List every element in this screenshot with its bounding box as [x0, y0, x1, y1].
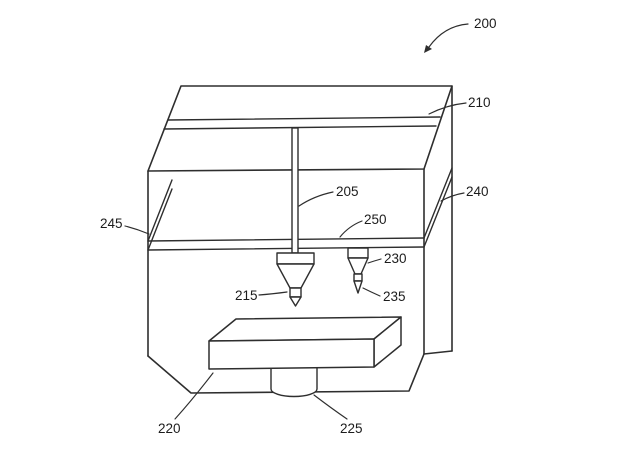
leader-line-205 — [298, 191, 334, 207]
ref-label-210: 210 — [468, 95, 491, 110]
ref-label-240: 240 — [466, 184, 489, 199]
right-side-rail-line-1 — [423, 167, 453, 239]
left-side-rail-line-2 — [147, 188, 173, 251]
ref-label-215: 215 — [235, 288, 258, 303]
cross-rail-upper-line — [147, 237, 425, 242]
leader-line-240 — [440, 192, 465, 202]
ref-label-220: 220 — [158, 421, 181, 436]
leader-line-200 — [428, 23, 469, 48]
print-platform — [208, 316, 402, 370]
leader-lines — [124, 23, 469, 420]
leader-line-210 — [428, 102, 467, 115]
leader-line-215 — [258, 291, 288, 296]
cross-rail-lower-line — [147, 246, 425, 251]
right-print-head-funnel — [347, 257, 369, 275]
left-side-rail-line-1 — [147, 179, 173, 242]
top-rail-upper-line — [167, 116, 441, 121]
rail-system — [147, 116, 453, 251]
leader-line-230 — [367, 258, 382, 264]
enclosure-right-bottom-edge — [423, 350, 453, 355]
left-print-head-barrel — [289, 287, 302, 298]
ref-label-250: 250 — [364, 212, 387, 227]
leader-line-235 — [362, 287, 381, 297]
ref-label-200: 200 — [474, 16, 497, 31]
vertical-rod — [291, 127, 299, 254]
arrowhead-200 — [424, 45, 432, 53]
left-print-head — [276, 252, 315, 307]
left-print-head-block — [276, 252, 315, 265]
ref-label-245: 245 — [100, 216, 123, 231]
right-print-head-nozzle-tip — [353, 280, 363, 294]
ref-label-235: 235 — [383, 289, 406, 304]
right-side-rail-line-2 — [423, 176, 453, 248]
left-print-head-funnel — [276, 263, 315, 289]
ref-label-230: 230 — [384, 251, 407, 266]
ref-label-205: 205 — [336, 184, 359, 199]
platform-front-face — [208, 338, 375, 370]
platform-top-face — [208, 316, 402, 342]
leader-line-250 — [339, 220, 363, 238]
ref-label-225: 225 — [340, 421, 363, 436]
right-print-head-barrel — [353, 273, 363, 282]
pedestal-cylinder — [270, 368, 318, 398]
right-print-head — [347, 247, 369, 294]
right-print-head-block — [347, 247, 369, 259]
leader-line-225 — [313, 394, 348, 420]
top-rail-lower-line — [163, 125, 437, 130]
left-print-head-nozzle-tip — [289, 296, 302, 307]
leader-line-220 — [174, 372, 214, 420]
reference-labels: 200 210 205 250 240 245 230 235 215 220 … — [100, 16, 497, 436]
leader-line-245 — [124, 225, 150, 235]
